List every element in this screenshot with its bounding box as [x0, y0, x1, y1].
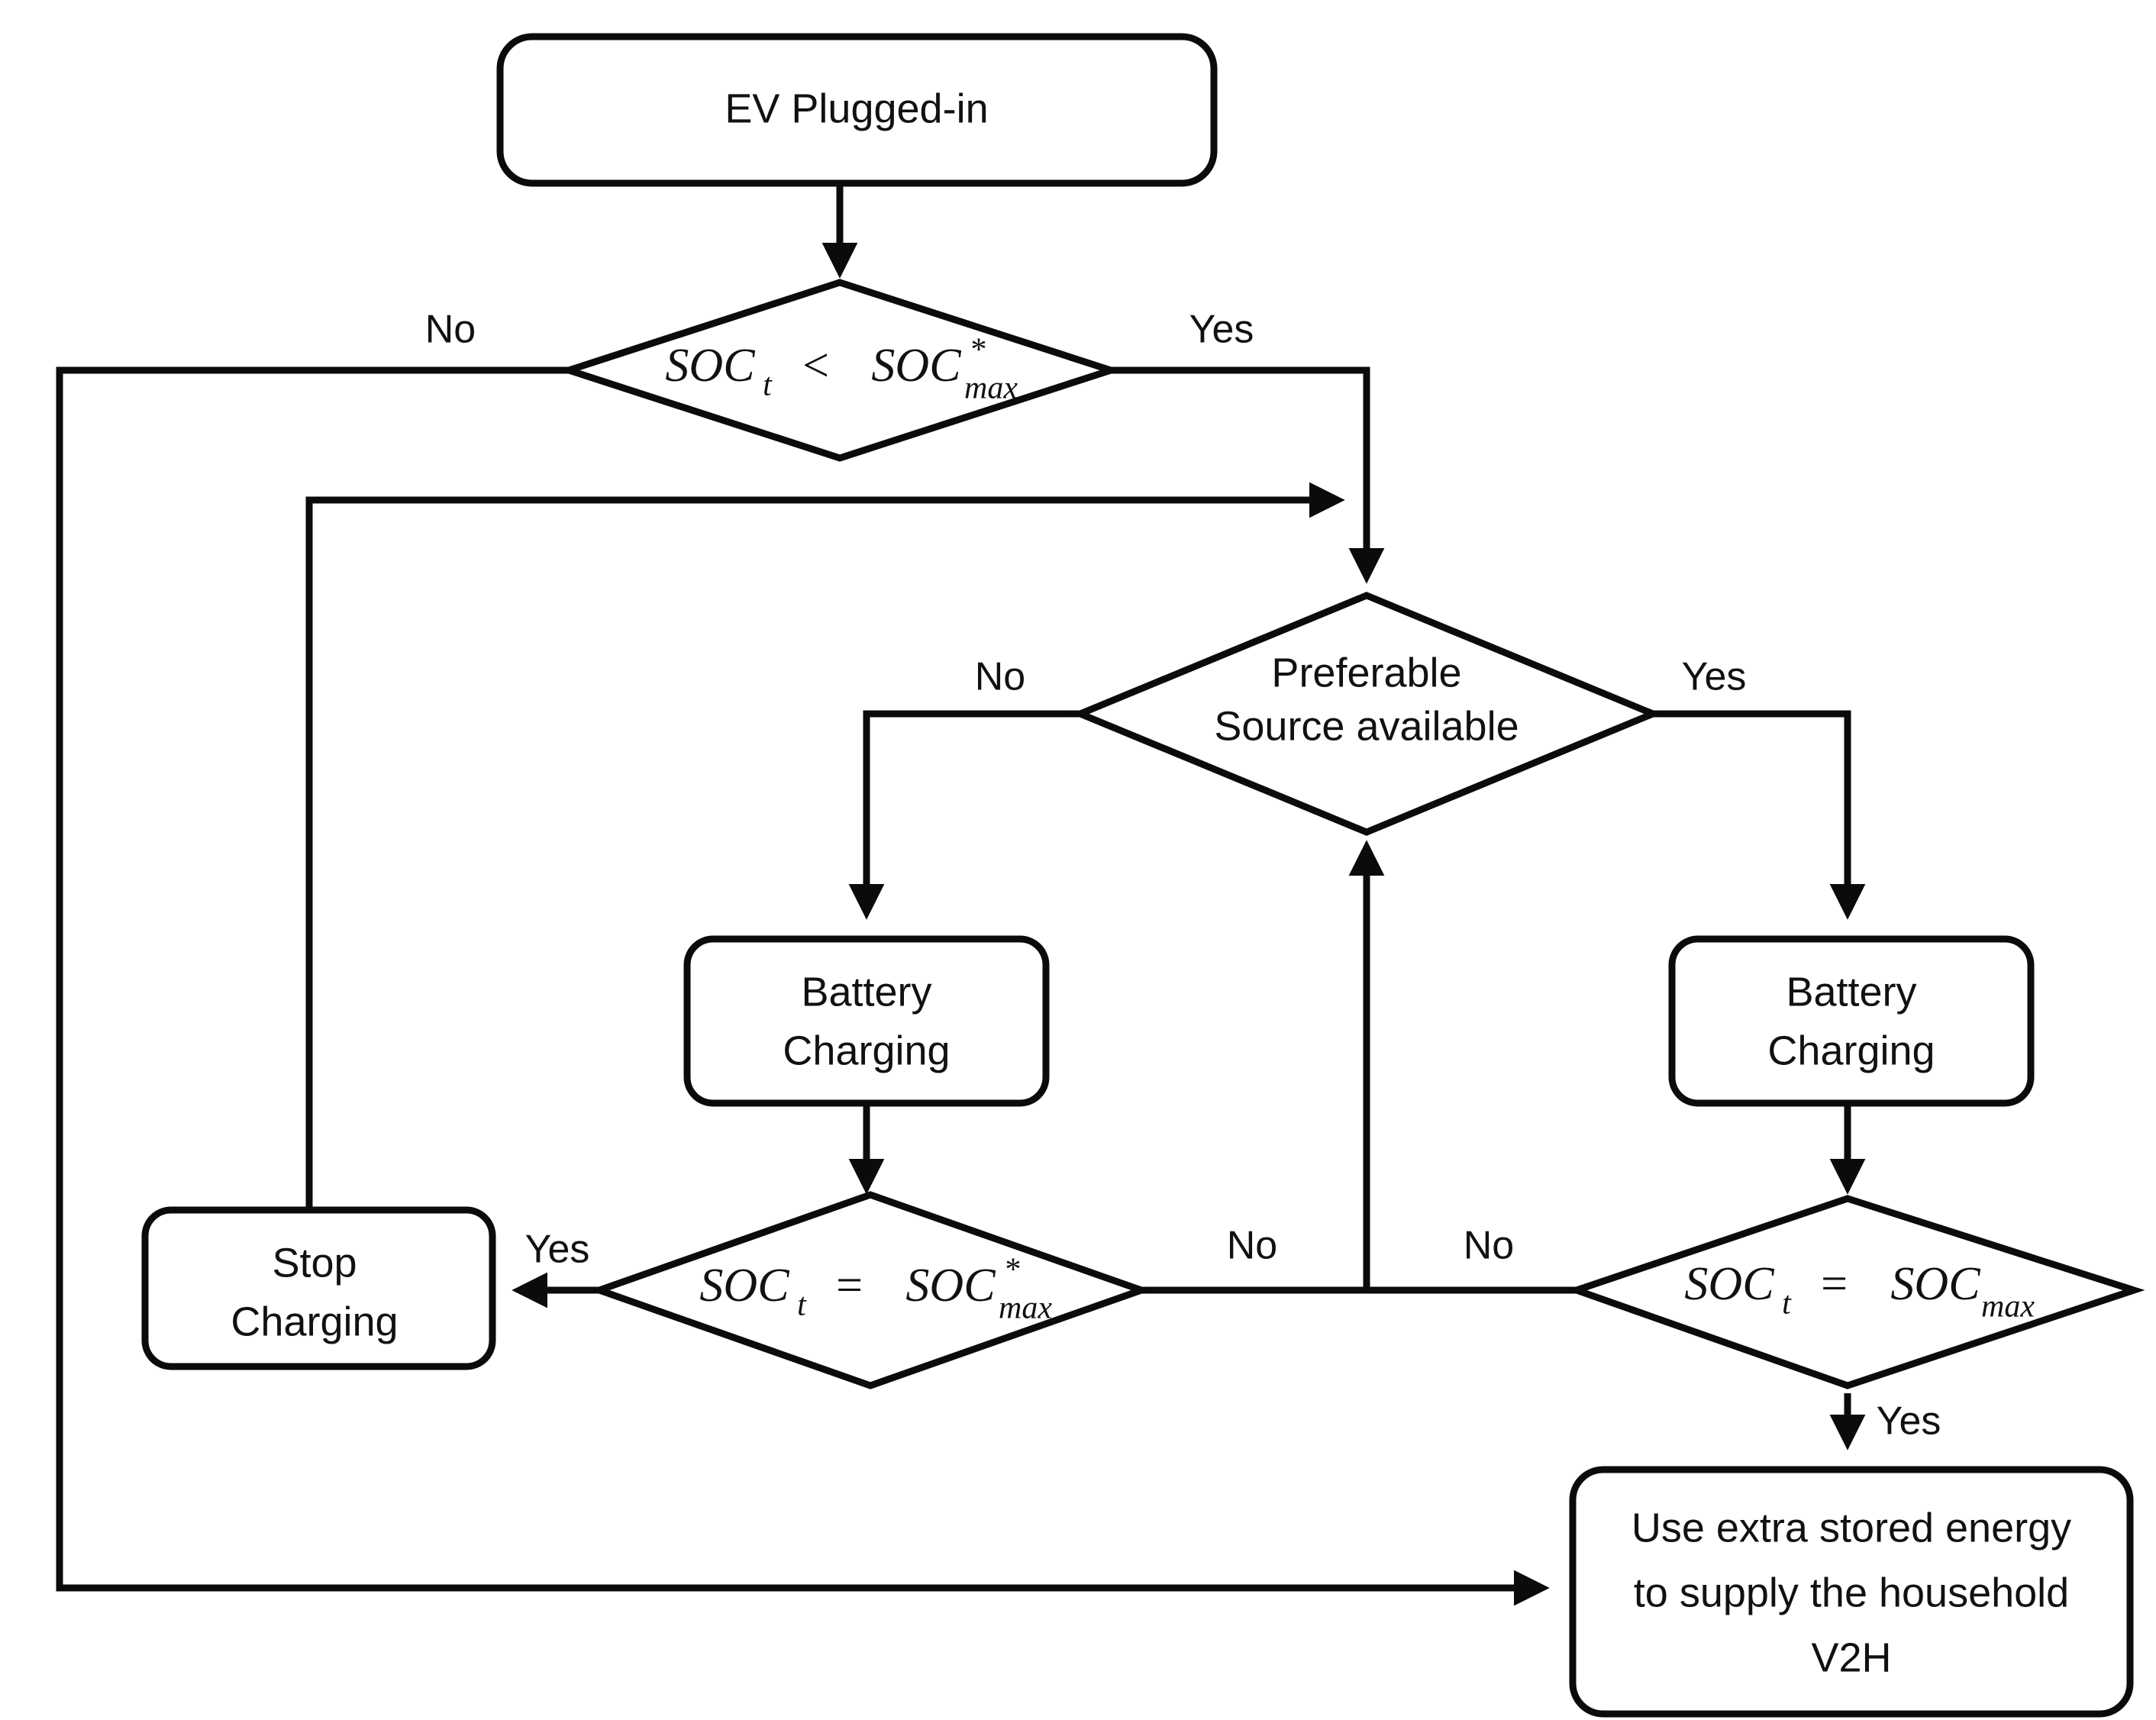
edge-label-soc-lt-no: No [425, 308, 476, 352]
node-battery-charging-right[interactable] [1668, 935, 2035, 1107]
edge-label-soc-eq-no: No [1464, 1224, 1514, 1268]
node-decision-soc-eq[interactable] [1566, 1195, 2145, 1389]
soc-eq-star-rhs-sub: max [999, 1291, 1052, 1326]
edge-label-source-yes: Yes [1682, 655, 1747, 699]
node-v2h[interactable] [1569, 1466, 2134, 1718]
node-decision-soc-eq-expression: SOC t = SOC max [1684, 1258, 2035, 1324]
edge-label-soc-lt-yes: Yes [1189, 308, 1254, 352]
edge-label-soc-eq-star-yes: Yes [525, 1228, 590, 1272]
edge-soc-lt-yes-to-source [1107, 366, 1385, 584]
node-battery-charging-right-line2: Charging [1767, 1028, 1935, 1073]
node-v2h-line2: to supply the household [1634, 1570, 2069, 1615]
soc-lt-lhs-sub: t [763, 368, 773, 403]
edge-soc-lt-no-to-v2h [56, 366, 1550, 1606]
node-decision-soc-eq-star-expression: SOC t = SOC * max [699, 1253, 1052, 1326]
node-battery-charging-left[interactable] [683, 935, 1050, 1107]
soc-eq-operator: = [1818, 1258, 1850, 1310]
node-battery-charging-right-line1: Battery [1786, 969, 1916, 1015]
edge-stop-charging-loop-to-source [305, 482, 1345, 1210]
soc-eq-rhs: SOC [1890, 1258, 1980, 1310]
soc-eq-star-lhs-sub: t [797, 1288, 807, 1323]
node-preferable-source-line1: Preferable [1271, 650, 1461, 695]
edge-label-source-no: No [975, 655, 1025, 699]
soc-eq-lhs-sub: t [1782, 1286, 1792, 1321]
node-ev-plugged-in-label: EV Plugged-in [725, 86, 988, 131]
soc-eq-lhs: SOC [1684, 1258, 1774, 1310]
edge-source-yes-to-battery-right [1649, 710, 1866, 920]
soc-eq-rhs-sub: max [1981, 1289, 2035, 1325]
node-stop-charging-line2: Charging [231, 1299, 398, 1344]
node-decision-preferable-source[interactable] [1071, 592, 1662, 836]
node-battery-charging-left-line1: Battery [801, 969, 931, 1015]
node-stop-charging-line1: Stop [272, 1240, 357, 1286]
node-battery-charging-left-line2: Charging [783, 1028, 950, 1073]
node-preferable-source-line2: Source available [1214, 703, 1519, 749]
soc-eq-star-rhs: SOC [905, 1260, 996, 1312]
soc-eq-star-lhs: SOC [699, 1260, 789, 1312]
node-ev-plugged-in[interactable] [496, 33, 1218, 187]
edge-label-soc-eq-yes: Yes [1877, 1399, 1941, 1444]
soc-lt-rhs-sup: * [970, 333, 986, 368]
soc-lt-rhs-sub: max [964, 371, 1018, 406]
soc-eq-star-operator: = [833, 1260, 865, 1312]
node-decision-soc-lt-expression: SOC t < SOC * max [665, 333, 1018, 406]
soc-lt-rhs: SOC [871, 340, 961, 392]
soc-lt-operator: < [799, 340, 831, 392]
node-stop-charging[interactable] [141, 1206, 496, 1370]
node-decision-soc-lt[interactable] [557, 279, 1122, 462]
soc-eq-star-rhs-sup: * [1004, 1253, 1020, 1288]
edge-source-no-to-battery-left [848, 710, 1084, 920]
node-v2h-line3: V2H [1811, 1634, 1891, 1680]
edge-label-soc-eq-star-no: No [1227, 1224, 1277, 1268]
soc-lt-lhs: SOC [665, 340, 755, 392]
node-v2h-line1: Use extra stored energy [1632, 1505, 2071, 1551]
node-decision-soc-eq-star[interactable] [589, 1191, 1152, 1389]
